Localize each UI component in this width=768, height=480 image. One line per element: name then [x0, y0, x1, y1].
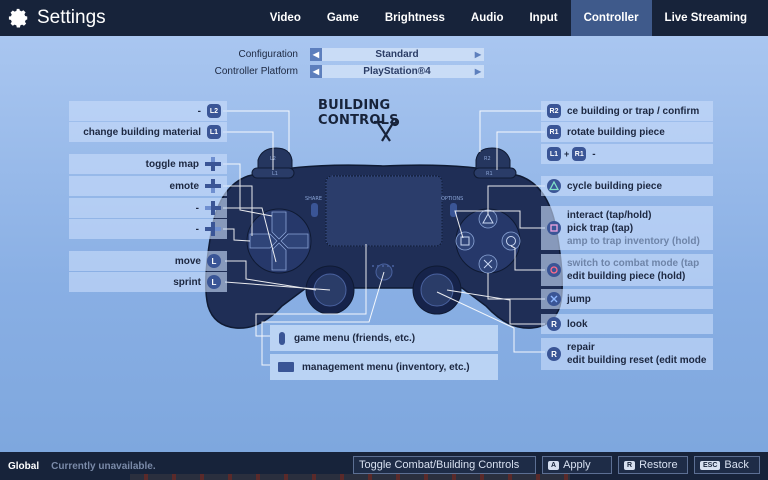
key-a-icon: A — [548, 460, 560, 470]
binding-l3-sprint[interactable]: sprint L — [69, 272, 227, 292]
apply-button[interactable]: A Apply — [542, 456, 612, 474]
gear-icon — [8, 8, 28, 28]
configuration-value: Standard — [375, 49, 419, 60]
restore-button[interactable]: R Restore — [618, 456, 688, 474]
binding-r1[interactable]: R1 rotate building piece — [541, 122, 713, 142]
configuration-selector[interactable]: ◀ Standard ▶ — [310, 48, 484, 61]
binding-right-stick-look[interactable]: R look — [541, 314, 713, 334]
r2-label: R2 — [484, 156, 491, 162]
platform-selector[interactable]: ◀ PlayStation®4 ▶ — [310, 65, 484, 78]
touchpad — [325, 175, 443, 247]
binding-options[interactable]: management menu (inventory, etc.) — [270, 354, 498, 380]
binding-dpad-left[interactable]: - — [69, 198, 227, 218]
l1-icon: L1 — [207, 125, 221, 139]
binding-l1[interactable]: change building material L1 — [69, 122, 227, 142]
tab-live-streaming[interactable]: Live Streaming — [664, 12, 747, 24]
back-button[interactable]: ESC Back — [694, 456, 760, 474]
r1-bumper — [473, 167, 517, 179]
cross-icon — [547, 292, 561, 306]
binding-l2[interactable]: - L2 — [69, 101, 227, 121]
tab-controller[interactable]: Controller — [570, 0, 652, 36]
l1-icon: L1 — [547, 147, 561, 161]
next-arrow-icon[interactable]: ▶ — [472, 48, 484, 61]
share-button — [311, 203, 318, 217]
building-controls-heading: BUILDING CONTROLS — [318, 98, 399, 128]
binding-triangle[interactable]: cycle building piece — [541, 176, 713, 196]
binding-touchpad[interactable]: game menu (friends, etc.) — [270, 325, 498, 351]
r1-icon: R1 — [572, 147, 587, 161]
binding-l1-r1-combo[interactable]: L1 + R1 - — [541, 144, 713, 164]
key-r-icon: R — [624, 460, 636, 470]
triangle-icon — [547, 179, 561, 193]
controller-settings-panel: L2 L1 R2 R1 SHARE OPTIONS — [0, 36, 768, 452]
platform-label: Controller Platform — [214, 66, 298, 77]
tab-audio[interactable]: Audio — [470, 12, 504, 24]
r2-icon: R2 — [547, 104, 561, 118]
touchpad-icon — [278, 362, 294, 372]
binding-left-stick-move[interactable]: move L — [69, 251, 227, 271]
dpad — [249, 211, 309, 271]
tab-game[interactable]: Game — [326, 12, 359, 24]
binding-square[interactable]: interact (tap/hold) pick trap (tap) amp … — [541, 206, 713, 250]
prev-arrow-icon[interactable]: ◀ — [310, 65, 322, 78]
configuration-label: Configuration — [238, 49, 298, 60]
square-icon — [547, 221, 561, 235]
scope-label: Global — [8, 460, 40, 472]
l2-icon: L2 — [207, 104, 221, 118]
options-label: OPTIONS — [441, 196, 463, 202]
l3-icon: L — [207, 275, 221, 289]
platform-row: Controller Platform ◀ PlayStation®4 ▶ — [0, 65, 484, 78]
binding-dpad-right[interactable]: - — [69, 219, 227, 239]
share-button-icon — [279, 331, 285, 345]
top-bar: Settings Video Game Brightness Audio Inp… — [0, 0, 768, 36]
r2-trigger — [475, 147, 511, 171]
settings-tabs: Video Game Brightness Audio Input Contro… — [257, 0, 760, 36]
status-text: Currently unavailable. — [51, 460, 156, 472]
r1-label: R1 — [486, 171, 493, 177]
platform-value: PlayStation®4 — [363, 66, 431, 77]
r1-icon: R1 — [547, 125, 561, 139]
l1-label: L1 — [272, 171, 278, 177]
dpad-up-icon — [205, 157, 221, 171]
tab-brightness[interactable]: Brightness — [384, 12, 445, 24]
binding-cross[interactable]: jump — [541, 289, 713, 309]
configuration-row: Configuration ◀ Standard ▶ — [0, 48, 484, 61]
next-arrow-icon[interactable]: ▶ — [471, 65, 484, 78]
binding-r3[interactable]: R repair edit building reset (edit mode — [541, 338, 713, 370]
left-stick-icon: L — [207, 254, 221, 268]
binding-dpad-down[interactable]: emote — [69, 176, 227, 196]
dpad-left-icon — [205, 201, 221, 215]
dpad-right-icon — [205, 222, 221, 236]
binding-r2[interactable]: R2 ce building or trap / confirm — [541, 101, 713, 121]
right-stick-icon: R — [547, 317, 561, 331]
page-title: Settings — [37, 7, 106, 28]
key-esc-icon: ESC — [700, 460, 721, 470]
connector-lines — [223, 110, 545, 366]
l2-trigger — [257, 147, 293, 171]
tab-video[interactable]: Video — [269, 12, 301, 24]
hammer-wrench-icon — [374, 117, 400, 142]
toggle-combat-building-button[interactable]: Toggle Combat/Building Controls — [353, 456, 536, 474]
circle-icon — [547, 263, 561, 277]
taskbar-strip — [130, 474, 570, 480]
r3-icon: R — [547, 347, 561, 361]
binding-circle[interactable]: switch to combat mode (tap edit building… — [541, 254, 713, 286]
dpad-down-icon — [205, 179, 221, 193]
prev-arrow-icon[interactable]: ◀ — [310, 48, 322, 61]
share-label: SHARE — [305, 196, 322, 202]
tab-input[interactable]: Input — [529, 12, 558, 24]
title-area: Settings — [0, 7, 200, 29]
controller-diagram: L2 L1 R2 R1 SHARE OPTIONS — [205, 110, 563, 366]
binding-dpad-up[interactable]: toggle map — [69, 154, 227, 174]
